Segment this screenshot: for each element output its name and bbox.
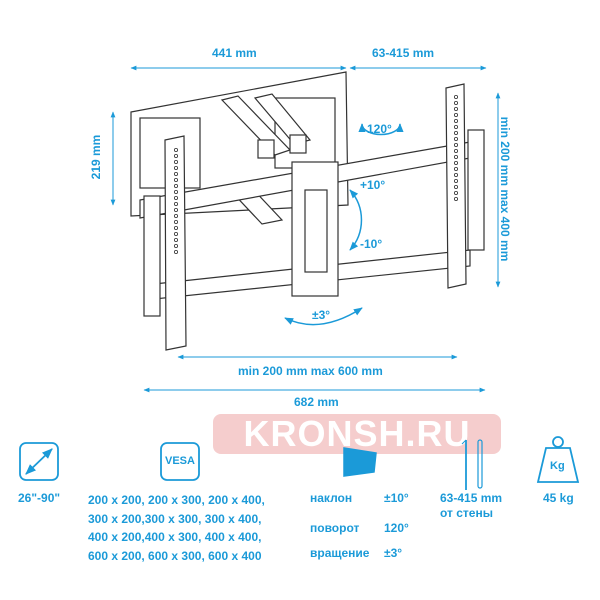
- vesa-line: 400 x 200,400 x 300, 400 x 400,: [88, 530, 262, 544]
- motion-rotation-value: ±3°: [384, 546, 403, 560]
- rotation-arrow: [284, 307, 363, 326]
- bracket-hole: [173, 165, 178, 170]
- max-load-value: 45 kg: [543, 491, 574, 505]
- vesa-line: 300 x 200,300 x 300, 300 x 400,: [88, 511, 262, 526]
- tilt-down-label: -10°: [360, 237, 383, 251]
- bracket-hole: [453, 119, 458, 124]
- arm-joint: [257, 139, 275, 159]
- dim-label-441: 441 mm: [212, 46, 257, 60]
- bracket-hole: [173, 177, 178, 182]
- vesa-line: 600 x 200, 600 x 300, 600 x 400: [88, 548, 262, 563]
- bracket-hole: [173, 207, 178, 212]
- bracket-hole: [453, 130, 458, 135]
- bracket-hole: [173, 243, 178, 248]
- weight-icon: [536, 436, 580, 483]
- left-outer-bracket: [143, 195, 161, 317]
- bracket-hole: [453, 95, 458, 100]
- dim-label-200-400: min 200 mm max 400 mm: [498, 116, 512, 262]
- bracket-hole: [453, 178, 458, 183]
- motion-rotation-label: вращение: [310, 546, 370, 560]
- bracket-hole: [453, 172, 458, 177]
- swivel-arrow: [358, 123, 404, 136]
- right-outer-bracket: [467, 129, 485, 251]
- bracket-hole: [453, 154, 458, 159]
- bracket-hole: [173, 237, 178, 242]
- tv-tilt-icon: [343, 447, 377, 477]
- rotation-label: ±3°: [312, 308, 331, 322]
- diagonal-arrow-icon: [19, 442, 59, 481]
- bracket-hole: [453, 107, 458, 112]
- bracket-hole: [173, 183, 178, 188]
- watermark-text: KRONSH.RU: [243, 413, 471, 454]
- vesa-icon: [160, 442, 200, 481]
- bracket-hole: [173, 201, 178, 206]
- watermark-box: [213, 414, 501, 454]
- wall-distance-sub: от стены: [440, 506, 493, 520]
- motion-tilt-value: ±10°: [384, 491, 409, 505]
- bracket-hole: [173, 219, 178, 224]
- motion-tilt-label: наклон: [310, 491, 353, 505]
- tilt-arrow: [349, 189, 363, 251]
- wall-distance-icon: [461, 439, 483, 490]
- bracket-hole: [453, 125, 458, 130]
- motion-swivel-label: поворот: [310, 521, 360, 535]
- bracket-hole: [453, 113, 458, 118]
- center-plate-slot: [304, 189, 328, 273]
- swivel-label: 120°: [367, 122, 392, 136]
- weight-icon-label: Kg: [550, 460, 565, 472]
- dim-label-63-415: 63-415 mm: [372, 46, 435, 60]
- bracket-hole: [453, 190, 458, 195]
- dim-label-219: 219 mm: [89, 134, 103, 180]
- bracket-hole: [453, 101, 458, 106]
- bracket-hole: [173, 147, 178, 152]
- bracket-hole: [173, 153, 178, 158]
- vesa-icon-label: VESA: [165, 455, 195, 467]
- bracket-hole: [173, 189, 178, 194]
- bracket-hole: [453, 184, 458, 189]
- bracket-hole: [453, 142, 458, 147]
- bracket-hole: [173, 195, 178, 200]
- arm-2: [253, 93, 312, 145]
- left-tv-bracket: [164, 135, 187, 351]
- motion-swivel-value: 120°: [384, 521, 409, 535]
- bracket-hole: [453, 160, 458, 165]
- wall-distance-value: 63-415 mm: [440, 491, 503, 505]
- arm-joint: [289, 134, 307, 154]
- dim-label-200-600: min 200 mm max 600 mm: [238, 364, 383, 378]
- vesa-list: 200 x 200, 200 x 300, 200 x 400, 300 x 2…: [88, 491, 265, 565]
- bracket-hole: [173, 159, 178, 164]
- bracket-hole: [453, 166, 458, 171]
- bracket-hole: [453, 196, 458, 201]
- dim-label-682: 682 mm: [294, 395, 339, 409]
- bracket-hole: [453, 136, 458, 141]
- tilt-up-label: +10°: [360, 178, 386, 192]
- bracket-hole: [173, 225, 178, 230]
- vesa-line: 200 x 200, 200 x 300, 200 x 400,: [88, 493, 265, 507]
- bracket-hole: [173, 249, 178, 254]
- bracket-hole: [173, 171, 178, 176]
- bracket-hole: [173, 231, 178, 236]
- bracket-hole: [173, 213, 178, 218]
- bracket-hole: [453, 148, 458, 153]
- screen-size-value: 26"-90": [18, 491, 61, 505]
- right-tv-bracket: [445, 83, 467, 289]
